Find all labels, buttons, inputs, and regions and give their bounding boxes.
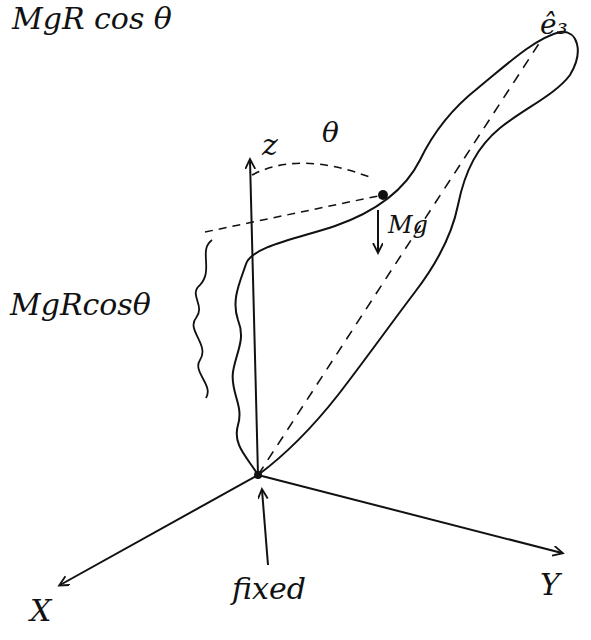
annotation: fixed (232, 572, 306, 605)
weight-arrow (377, 210, 379, 252)
axis-label: z (262, 128, 278, 161)
z-axis (250, 160, 258, 475)
lever-line (205, 196, 378, 232)
angle-label: θ (322, 118, 339, 149)
axis-label: X (30, 594, 51, 627)
x-axis (60, 475, 258, 585)
e3-axis (258, 42, 540, 475)
fixed-point (254, 471, 262, 479)
torque-formula: MgRcosθ (10, 288, 151, 321)
axis-label: Y (540, 568, 560, 601)
fixed-arrow (262, 490, 268, 565)
brace (194, 240, 212, 398)
y-axis (258, 475, 562, 553)
axis-label: ê₃ (540, 10, 568, 41)
force-label: Mg (388, 212, 428, 238)
center-of-mass (378, 190, 388, 200)
theta-arc (252, 163, 372, 178)
top-body (233, 32, 578, 475)
torque-formula: MgR cos θ (12, 2, 172, 35)
